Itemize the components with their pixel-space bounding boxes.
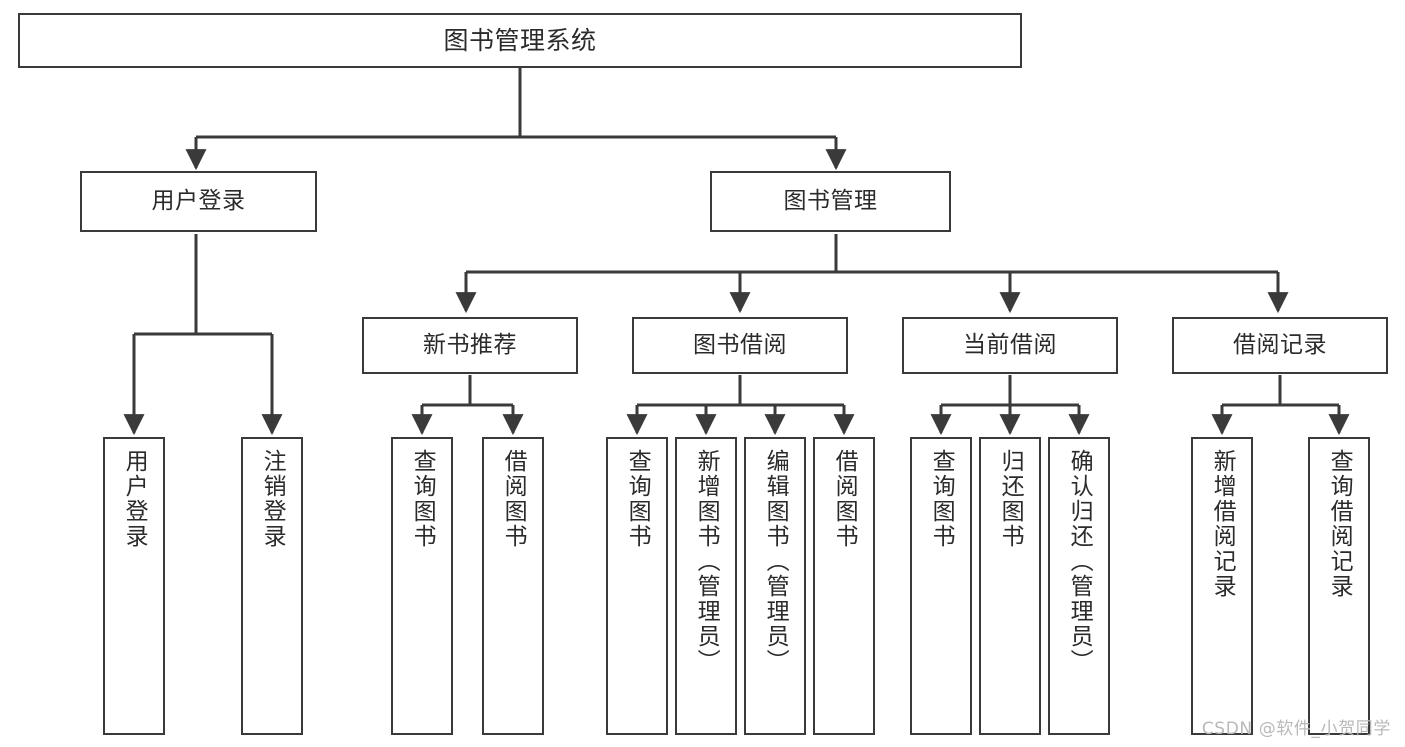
node-label: 借阅图书	[831, 449, 858, 549]
node-leaf-user-login[interactable]: 用户登录	[103, 437, 165, 735]
node-label: 当前借阅	[963, 331, 1057, 358]
node-label: 查询图书	[928, 449, 955, 549]
node-label: 归还图书	[997, 449, 1024, 549]
node-leaf-confirm-return-admin[interactable]: 确认归还（管理员）	[1048, 437, 1110, 735]
node-label: 新增借阅记录	[1209, 449, 1236, 599]
node-leaf-logout-login[interactable]: 注销登录	[241, 437, 303, 735]
node-label: 确认归还（管理员）	[1066, 449, 1093, 674]
node-leaf-add-book-admin[interactable]: 新增图书（管理员）	[675, 437, 737, 735]
node-label: 图书管理	[783, 187, 878, 214]
node-leaf-query-borrow-record[interactable]: 查询借阅记录	[1308, 437, 1370, 735]
node-label: 借阅图书	[500, 449, 527, 549]
node-label: 用户登录	[151, 187, 246, 214]
csdn-watermark: CSDN @软件_小贺同学	[1201, 719, 1391, 739]
node-root-book-management-system[interactable]: 图书管理系统	[18, 13, 1022, 68]
node-current-borrow[interactable]: 当前借阅	[902, 317, 1118, 374]
node-label: 查询图书	[624, 449, 651, 549]
node-label: 借阅记录	[1233, 331, 1327, 358]
node-leaf-query-book-recommend[interactable]: 查询图书	[391, 437, 453, 735]
node-label: 新书推荐	[423, 331, 517, 358]
node-label: 查询图书	[409, 449, 436, 549]
node-label: 图书管理系统	[443, 25, 597, 55]
node-new-book-recommend[interactable]: 新书推荐	[362, 317, 578, 374]
node-label: 新增图书（管理员）	[693, 449, 720, 674]
node-label: 查询借阅记录	[1326, 449, 1353, 599]
node-leaf-borrow-book[interactable]: 借阅图书	[813, 437, 875, 735]
node-leaf-query-book-borrow[interactable]: 查询图书	[606, 437, 668, 735]
node-leaf-edit-book-admin[interactable]: 编辑图书（管理员）	[744, 437, 806, 735]
node-leaf-borrow-book-recommend[interactable]: 借阅图书	[482, 437, 544, 735]
node-label: 编辑图书（管理员）	[762, 449, 789, 674]
node-leaf-add-borrow-record[interactable]: 新增借阅记录	[1191, 437, 1253, 735]
node-leaf-return-book[interactable]: 归还图书	[979, 437, 1041, 735]
node-label: 图书借阅	[693, 331, 787, 358]
node-borrow-record[interactable]: 借阅记录	[1172, 317, 1388, 374]
node-book-management[interactable]: 图书管理	[710, 171, 951, 232]
node-leaf-query-book-current[interactable]: 查询图书	[910, 437, 972, 735]
node-user-login[interactable]: 用户登录	[80, 171, 317, 232]
node-label: 用户登录	[121, 449, 148, 549]
node-label: 注销登录	[259, 449, 286, 549]
node-book-borrow[interactable]: 图书借阅	[632, 317, 848, 374]
